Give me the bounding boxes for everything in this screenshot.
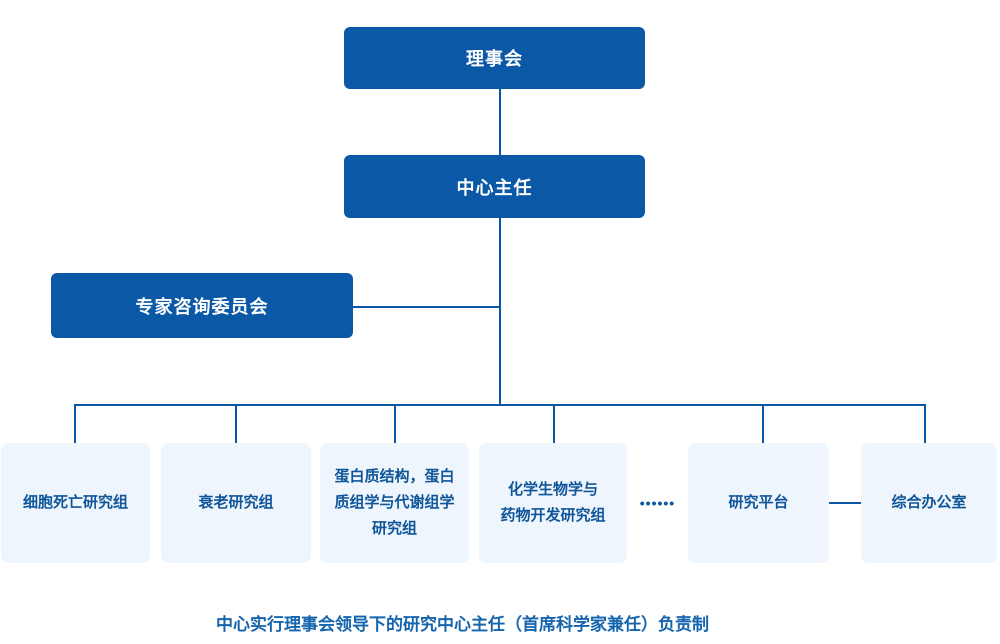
edge-advisory-to-trunk	[353, 306, 500, 308]
node-dept-protein-structure-proteomics-metabolomics-group: 蛋白质结构，蛋白 质组学与代谢组学 研究组	[320, 443, 469, 563]
node-dept-aging-research-group: 衰老研究组	[161, 443, 311, 563]
edge-platform-to-office	[829, 502, 861, 504]
node-dept-research-platform: 研究平台	[688, 443, 829, 563]
edge-departments-spine	[74, 404, 926, 406]
edge-board-to-director	[499, 89, 501, 155]
node-expert-advisory-committee: 专家咨询委员会	[51, 273, 353, 338]
node-dept-chemical-biology-drug-development-group: 化学生物学与 药物开发研究组	[479, 443, 627, 563]
edge-drop-cell-death	[74, 404, 76, 443]
edge-drop-aging	[235, 404, 237, 443]
node-dept-general-office: 综合办公室	[861, 443, 997, 563]
edge-drop-platform	[762, 404, 764, 443]
departments-ellipsis: ••••••	[639, 495, 676, 511]
edge-director-to-spine	[499, 218, 501, 405]
node-dept-cell-death-research-group: 细胞死亡研究组	[1, 443, 150, 563]
edge-drop-chembio	[553, 404, 555, 443]
node-center-director: 中心主任	[344, 155, 645, 218]
edge-drop-protein	[394, 404, 396, 443]
footer-responsibility-note: 中心实行理事会领导下的研究中心主任（首席科学家兼任）负责制	[216, 615, 709, 634]
node-board-of-directors: 理事会	[344, 27, 645, 89]
edge-drop-office	[924, 404, 926, 443]
